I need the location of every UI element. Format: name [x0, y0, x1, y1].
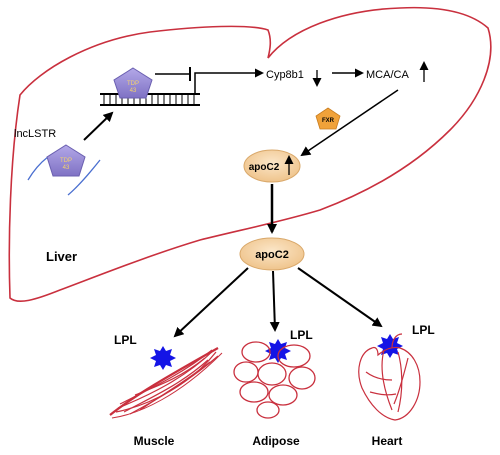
adipose-label: Adipose: [252, 434, 300, 448]
apoc2-liver-label: apoC2: [249, 162, 280, 173]
lpl-muscle-icon: [150, 346, 176, 370]
cyp8b1-label: Cyp8b1: [266, 69, 304, 81]
tdp43-label-a: TDP: [127, 81, 139, 87]
lpl-heart-label: LPL: [412, 323, 435, 337]
dna-double-strand: [100, 93, 200, 106]
promoter-arrow: [194, 68, 264, 94]
apoc2-blood-label: apoC2: [255, 249, 289, 261]
heart-label: Heart: [372, 434, 403, 448]
lnclstr-label: lncLSTR: [14, 128, 56, 140]
tdp43-lncrna-label-b: 43: [63, 165, 70, 171]
lpl-adipose-icon: [265, 339, 291, 363]
lpl-adipose-label: LPL: [290, 328, 313, 342]
liver-label: Liver: [46, 249, 77, 264]
adipose-icon: [233, 341, 316, 419]
apoc2-liver-node: apoC2: [243, 149, 301, 183]
fxr-label: FXR: [322, 118, 335, 124]
mca-ca-label: MCA/CA: [366, 69, 409, 81]
liver-outline: [8, 6, 492, 302]
apoc2-blood-node: apoC2: [239, 237, 305, 271]
tdp43-lncrna-icon: TDP 43: [46, 144, 86, 177]
to-muscle-arrow: [173, 267, 249, 338]
muscle-icon: [109, 347, 223, 419]
fxr-icon: FXR: [315, 107, 341, 130]
lncrna-to-dna-arrow: [83, 111, 114, 141]
to-heart-arrow: [297, 267, 383, 328]
lpl-muscle-label: LPL: [114, 333, 137, 347]
tdp43-bound-icon: TDP 43: [113, 67, 153, 99]
muscle-label: Muscle: [134, 434, 175, 448]
heart-icon: [358, 333, 421, 421]
rna-strand-right: [67, 159, 101, 196]
tdp43-label-b: 43: [130, 88, 137, 94]
mca-to-apoc2-arrow: [300, 89, 399, 157]
to-adipose-arrow: [269, 270, 280, 332]
tdp43-lncrna-label-a: TDP: [60, 158, 72, 164]
